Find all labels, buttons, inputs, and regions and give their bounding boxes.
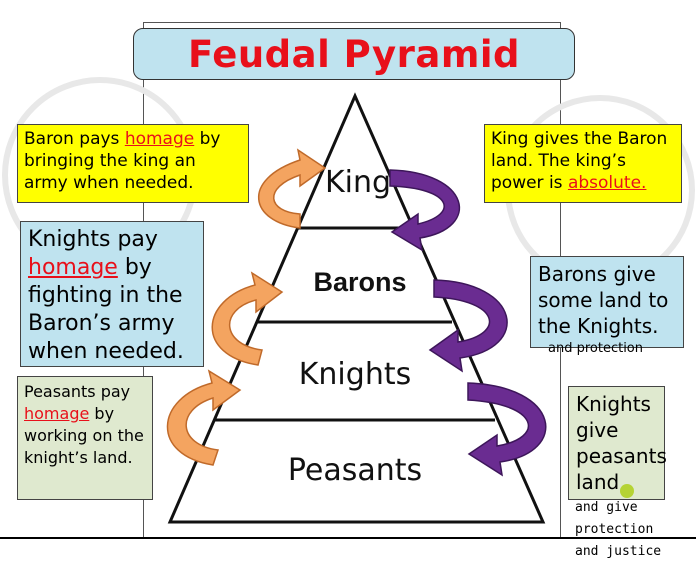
note-text: Knights pay [28, 227, 158, 252]
note-text: Knights give peasants land [576, 392, 667, 494]
note-text: by bringing the king an army when needed… [24, 129, 221, 193]
title-banner: Feudal Pyramid [133, 28, 575, 80]
note-knights-give: Knights give peasants land [568, 386, 667, 500]
absolute-keyword: absolute. [567, 173, 647, 193]
homage-keyword: homage [124, 129, 195, 149]
homage-keyword: homage [24, 404, 90, 423]
note-peasants-homage: Peasants pay homage by working on the kn… [17, 376, 153, 500]
barons-give-extra: and protection [548, 341, 643, 356]
note-knights-homage: Knights pay homage by fighting in the Ba… [20, 221, 204, 367]
note-text: Barons give some land to the Knights. [538, 262, 669, 338]
note-king-gives: King gives the Baron land. The king’s po… [484, 124, 682, 203]
orange-arrow-peasants-to-knights [166, 369, 242, 466]
purple-arrow-barons-to-knights [428, 279, 508, 373]
note-text: by fighting in the Baron’s army when nee… [28, 255, 184, 364]
purple-arrow-knights-to-peasants [467, 382, 547, 477]
tier-knights-label: Knights [298, 357, 412, 392]
page-title: Feudal Pyramid [187, 32, 521, 76]
purple-arrow-king-to-barons [389, 169, 461, 252]
bottom-rule [0, 537, 696, 539]
pyramid-outline [167, 92, 546, 524]
note-text: Peasants pay [24, 382, 131, 401]
knights-give-extra: and give protection and justice [575, 500, 662, 559]
orange-arrow-knights-to-king [257, 148, 327, 229]
orange-arrow-barons-level [211, 271, 284, 366]
note-baron-homage: Baron pays homage by bringing the king a… [17, 124, 249, 203]
tier-king-label: King [324, 165, 392, 200]
homage-keyword: homage [28, 255, 118, 280]
note-barons-give: Barons give some land to the Knights. [530, 256, 684, 348]
tier-peasants-label: Peasants [287, 453, 423, 488]
note-text: Baron pays [24, 129, 125, 149]
tier-barons-label: Barons [313, 267, 407, 297]
note-text: King gives the Baron land. The king’s po… [491, 129, 668, 193]
note-text: by working on the knight’s land. [24, 404, 144, 467]
